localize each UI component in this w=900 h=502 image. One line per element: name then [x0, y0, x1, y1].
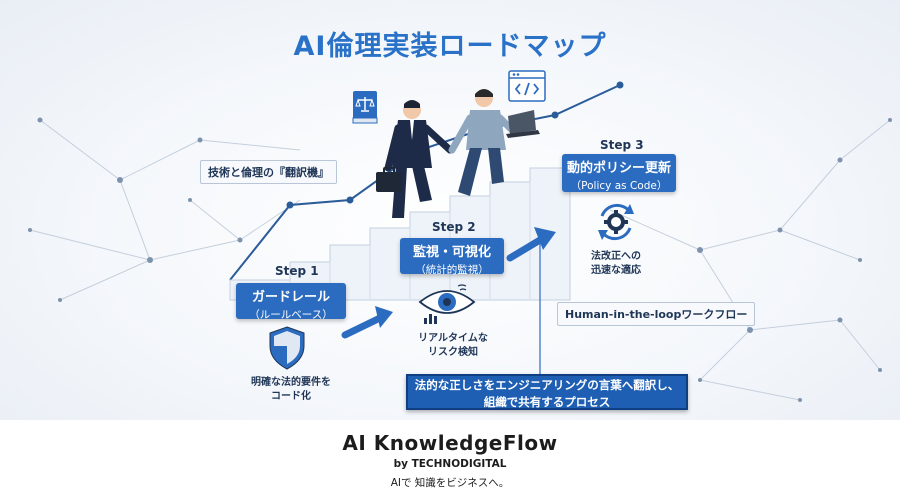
footer-by: by TECHNODIGITAL — [393, 458, 507, 470]
step3-box: 動的ポリシー更新 （Policy as Code） — [562, 154, 676, 192]
step1-title: ガードレール — [251, 290, 330, 305]
arrow-step1-to-step2 — [341, 306, 393, 339]
translation-process-box: 法的な正しさをエンジニアリングの言葉へ翻訳し、 組織で共有するプロセス — [406, 374, 688, 410]
briefcase-icon — [376, 167, 402, 192]
step1-box: ガードレール （ルールベース） — [236, 283, 346, 321]
step2-caption: リアルタイムな リスク検知 — [398, 332, 508, 360]
engineer-figure — [448, 89, 518, 196]
translator-tag: 技術と倫理の『翻訳機』 — [200, 160, 337, 184]
step3-caption-line1: 法改正への — [591, 251, 641, 262]
step2-caption-line2: リスク検知 — [428, 347, 478, 358]
footer-tagline: AIで 知識をビジネスへ。 — [390, 477, 510, 489]
step1-caption: 明確な法的要件を コード化 — [236, 376, 346, 404]
footer: AI KnowledgeFlow by TECHNODIGITAL AIで 知識… — [0, 420, 900, 502]
step2-caption-line1: リアルタイムな — [418, 333, 488, 344]
bottom-box-line2: 組織で共有するプロセス — [483, 395, 611, 409]
arrow-step2-to-step3 — [506, 227, 556, 262]
step2-title: 監視・可視化 — [412, 245, 491, 260]
step3-caption: 法改正への 迅速な適応 — [566, 250, 666, 278]
laptop-icon — [506, 110, 540, 138]
network-lines — [29, 119, 891, 401]
step2-box: 監視・可視化 （統計的監視） — [400, 238, 504, 276]
step3-label: Step 3 — [600, 138, 644, 152]
bottom-box-line1: 法的な正しさをエンジニアリングの言葉へ翻訳し、 — [414, 378, 680, 392]
hitl-workflow-tag: Human-in-the-loopワークフロー — [557, 302, 756, 326]
step3-title: 動的ポリシー更新 — [566, 161, 671, 176]
network-nodes — [28, 117, 892, 402]
gear-cycle-icon — [598, 203, 634, 241]
page-title: AI倫理実装ロードマップ — [293, 31, 607, 62]
step3-caption-line2: 迅速な適応 — [591, 265, 641, 276]
code-window-icon — [508, 70, 546, 102]
step1-caption-line1: 明確な法的要件を — [251, 377, 331, 388]
roadmap-canvas: AI倫理実装ロードマップ 技術と倫理の『翻訳機』 Step 1 ガードレール （… — [0, 0, 900, 420]
step2-label: Step 2 — [432, 220, 476, 234]
step2-subtitle: （統計的監視） — [415, 264, 489, 276]
businessman-figure — [384, 100, 454, 218]
shield-icon — [269, 326, 305, 370]
footer-brand: AI KnowledgeFlow — [342, 431, 558, 455]
step1-label: Step 1 — [275, 264, 319, 278]
step1-caption-line2: コード化 — [271, 391, 311, 402]
step1-subtitle: （ルールベース） — [249, 309, 333, 321]
law-book-icon — [352, 91, 378, 124]
step3-subtitle: （Policy as Code） — [570, 180, 668, 192]
eye-analytics-icon — [418, 284, 476, 324]
